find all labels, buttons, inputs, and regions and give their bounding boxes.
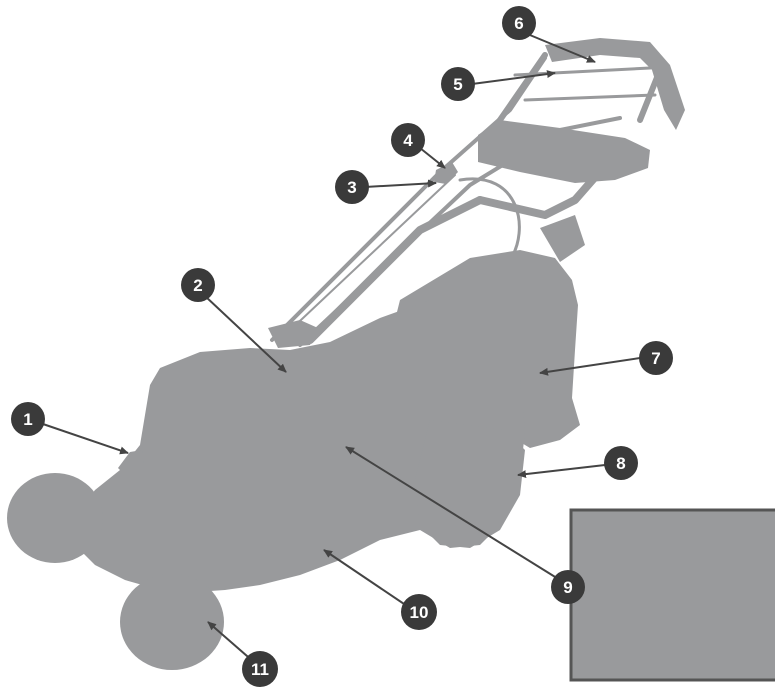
rear-wheel — [7, 473, 103, 563]
leader-line-2 — [204, 295, 287, 373]
leader-line-6 — [524, 32, 596, 63]
placeholder-box — [569, 508, 775, 682]
callout-number: 3 — [347, 178, 356, 197]
callout-number: 5 — [453, 75, 462, 94]
cable-loop — [458, 177, 521, 262]
leader-line-7 — [539, 357, 641, 376]
handle-mount — [540, 215, 585, 262]
callout-circle — [11, 402, 45, 436]
leader-line-3 — [364, 179, 437, 188]
mower-body — [7, 250, 580, 670]
callout-number: 2 — [193, 276, 202, 295]
leader-line-11 — [207, 621, 256, 664]
callout-2: 2 — [181, 268, 215, 302]
leader-line-9 — [345, 446, 561, 581]
rear-guard-shape — [415, 420, 525, 548]
callout-circle — [391, 123, 425, 157]
callout-circle — [441, 67, 475, 101]
callout-6: 6 — [502, 6, 536, 40]
handle-lever-shape — [434, 162, 458, 184]
callout-circle — [551, 570, 585, 604]
leader-lines — [39, 32, 641, 664]
body-shape — [75, 300, 525, 592]
handle-crossbar — [478, 120, 650, 183]
callout-circle — [335, 170, 369, 204]
callout-7: 7 — [639, 341, 673, 375]
upper-handle-left — [497, 52, 548, 123]
leader-line-10 — [323, 549, 411, 609]
handle-inner-bar-2 — [523, 93, 657, 102]
handle-rail-thin — [284, 174, 456, 336]
callout-8: 8 — [604, 446, 638, 480]
callout-circle — [401, 594, 437, 630]
callout-10: 10 — [401, 594, 437, 630]
front-wheel-shape — [120, 574, 224, 670]
callout-number: 6 — [514, 14, 523, 33]
callout-9: 9 — [551, 570, 585, 604]
callout-number: 4 — [403, 131, 413, 150]
handle-latch — [268, 320, 318, 348]
leader-line-1 — [39, 422, 129, 455]
handle-frame — [270, 52, 663, 347]
callout-number: 11 — [251, 660, 269, 679]
callout-number: 10 — [410, 603, 429, 622]
leader-line-4 — [419, 147, 446, 169]
handle-inner-bar — [513, 66, 652, 77]
callout-number: 8 — [616, 454, 625, 473]
callout-circle — [604, 446, 638, 480]
callout-circle — [242, 651, 278, 687]
callout-circle — [181, 268, 215, 302]
lower-handle-left — [306, 196, 484, 344]
callout-3: 3 — [335, 170, 369, 204]
front-edge-shape — [118, 450, 145, 478]
callout-number: 9 — [563, 578, 572, 597]
callout-11: 11 — [242, 651, 278, 687]
leader-line-8 — [517, 464, 606, 479]
handle-grip-shape — [545, 38, 685, 130]
handle-parts — [268, 38, 685, 348]
leader-line-5 — [471, 70, 556, 85]
callout-circle — [502, 6, 536, 40]
callout-number: 7 — [651, 349, 660, 368]
callout-4: 4 — [391, 123, 425, 157]
callout-number: 1 — [23, 410, 32, 429]
callout-5: 5 — [441, 67, 475, 101]
callout-1: 1 — [11, 402, 45, 436]
callout-circle — [639, 341, 673, 375]
